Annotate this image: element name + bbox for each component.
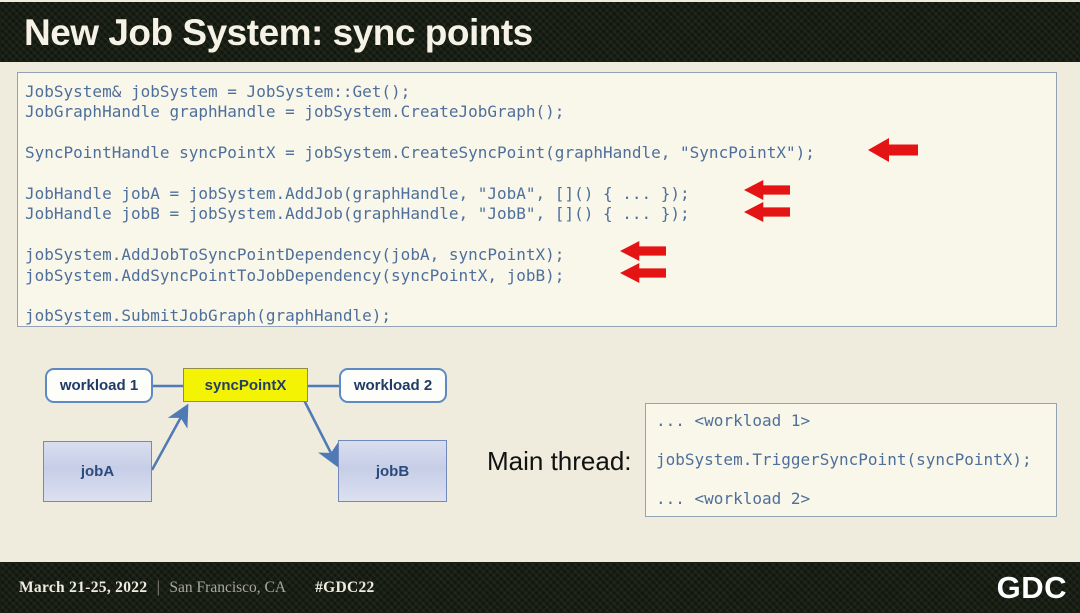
gdc-logo: GDC: [996, 570, 1067, 605]
code-line: jobSystem.TriggerSyncPoint(syncPointX);: [656, 450, 1032, 470]
jobb-box: jobB: [338, 440, 447, 502]
arrow-syncpoint-to-jobb-icon: [302, 399, 339, 468]
footer-bar: March 21-25, 2022 | San Francisco, CA #G…: [0, 562, 1080, 613]
code-block: JobSystem& jobSystem = JobSystem::Get();…: [17, 72, 1057, 327]
slide-title: New Job System: sync points: [24, 12, 533, 53]
jobb-label: jobB: [375, 462, 410, 480]
code-line: SyncPointHandle syncPointX = jobSystem.C…: [25, 143, 815, 163]
footer-location: San Francisco, CA: [169, 578, 287, 596]
arrow-joba-to-syncpoint-icon: [150, 403, 189, 471]
code-line: jobSystem.AddJobToSyncPointDependency(jo…: [25, 245, 565, 265]
footer-info: March 21-25, 2022 | San Francisco, CA #G…: [19, 562, 375, 613]
code-line: ... <workload 1>: [656, 411, 811, 430]
code-line: [25, 225, 1056, 245]
syncpoint-box: syncPointX: [183, 368, 308, 402]
main-thread-label: Main thread:: [487, 446, 632, 476]
footer-date: March 21-25, 2022: [19, 578, 148, 596]
workload2-label: workload 2: [353, 377, 433, 394]
workload1-box: workload 1: [45, 368, 153, 403]
joba-box: jobA: [43, 441, 152, 502]
code-line: ... <workload 2>: [656, 489, 811, 509]
code-line: jobSystem.AddSyncPointToJobDependency(sy…: [25, 265, 565, 285]
code-line: JobHandle jobA = jobSystem.AddJob(graphH…: [25, 184, 690, 204]
code-line: [25, 123, 1056, 143]
main-thread-code-block: ... <workload 1> jobSystem.TriggerSyncPo…: [645, 403, 1057, 517]
code-line: jobSystem.SubmitJobGraph(graphHandle);: [25, 306, 392, 326]
code-line: [25, 286, 1056, 306]
joba-label: jobA: [80, 463, 115, 480]
code-line: [25, 164, 1056, 184]
code-line: [656, 470, 1056, 490]
code-line: JobHandle jobB = jobSystem.AddJob(graphH…: [25, 204, 690, 224]
syncpoint-label: syncPointX: [204, 376, 287, 394]
workload1-label: workload 1: [59, 377, 139, 394]
code-line: JobGraphHandle graphHandle = jobSystem.C…: [25, 102, 565, 122]
workload2-box: workload 2: [339, 368, 447, 403]
header-bar: New Job System: sync points: [0, 2, 1080, 62]
code-line: JobSystem& jobSystem = JobSystem::Get();: [25, 82, 411, 101]
footer-separator: |: [156, 578, 161, 596]
footer-hashtag: #GDC22: [315, 578, 375, 596]
code-line: [656, 431, 1056, 451]
